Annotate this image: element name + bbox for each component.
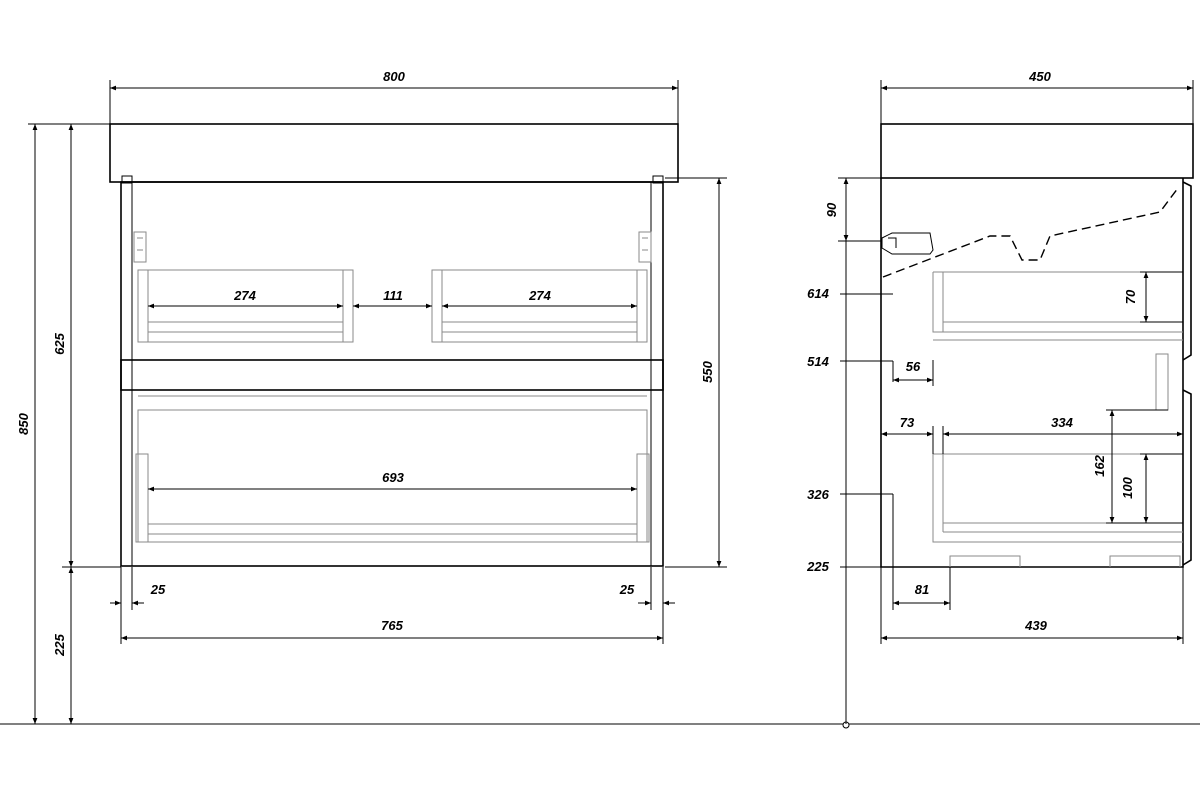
dim-body-width: 765 <box>381 618 403 633</box>
dim-drawer-right: 274 <box>528 288 551 303</box>
dim-offset-left: 25 <box>150 582 166 597</box>
side-foot-right <box>1109 555 1181 567</box>
dim-foot-offset: 81 <box>915 582 929 597</box>
level-614: 614 <box>807 286 829 301</box>
front-cabinet-body <box>120 181 664 567</box>
side-upper-front <box>1182 181 1192 361</box>
dim-offset-right: 25 <box>619 582 635 597</box>
side-lower-front <box>1182 389 1192 566</box>
side-countertop <box>880 123 1194 179</box>
side-foot-left <box>949 555 1021 567</box>
dim-lower-inner: 100 <box>1120 476 1135 498</box>
front-view: 800 274 111 274 693 550 850 625 225 25 <box>16 69 727 724</box>
level-514: 514 <box>807 354 829 369</box>
dim-lower-outer: 162 <box>1092 454 1107 476</box>
front-bracket-left <box>133 231 147 263</box>
sink-basin-outline <box>882 187 1179 278</box>
level-225: 225 <box>806 559 829 574</box>
front-tab-left <box>121 175 133 184</box>
dim-drawer-left: 274 <box>233 288 256 303</box>
front-countertop <box>109 123 679 183</box>
front-middle-rail <box>120 359 664 391</box>
siphon-fitting <box>881 232 934 255</box>
dim-upper-drawer-height: 70 <box>1123 289 1138 304</box>
level-326: 326 <box>807 487 829 502</box>
front-lower-drawer <box>135 395 650 543</box>
dim-lower-drawer: 693 <box>382 470 404 485</box>
dim-sink-depth: 90 <box>824 202 839 217</box>
dim-offset-56: 56 <box>906 359 921 374</box>
dim-offset-73: 73 <box>900 415 915 430</box>
dim-body-depth: 439 <box>1024 618 1047 633</box>
dim-body-height: 550 <box>700 360 715 382</box>
dim-front-width: 800 <box>383 69 405 84</box>
dim-drawer-gap: 111 <box>383 288 403 303</box>
front-tab-right <box>652 175 664 184</box>
front-upper-drawer-right <box>431 269 648 343</box>
side-view: 614 514 326 225 450 90 70 56 73 <box>806 69 1194 724</box>
dim-upper-height: 625 <box>52 332 67 354</box>
dim-drawer-depth: 334 <box>1051 415 1073 430</box>
dim-leg-height: 225 <box>52 633 67 656</box>
front-bracket-right <box>638 231 652 263</box>
dim-total-height: 850 <box>16 412 31 434</box>
dim-side-depth: 450 <box>1028 69 1051 84</box>
side-cabinet-body <box>880 178 1184 568</box>
